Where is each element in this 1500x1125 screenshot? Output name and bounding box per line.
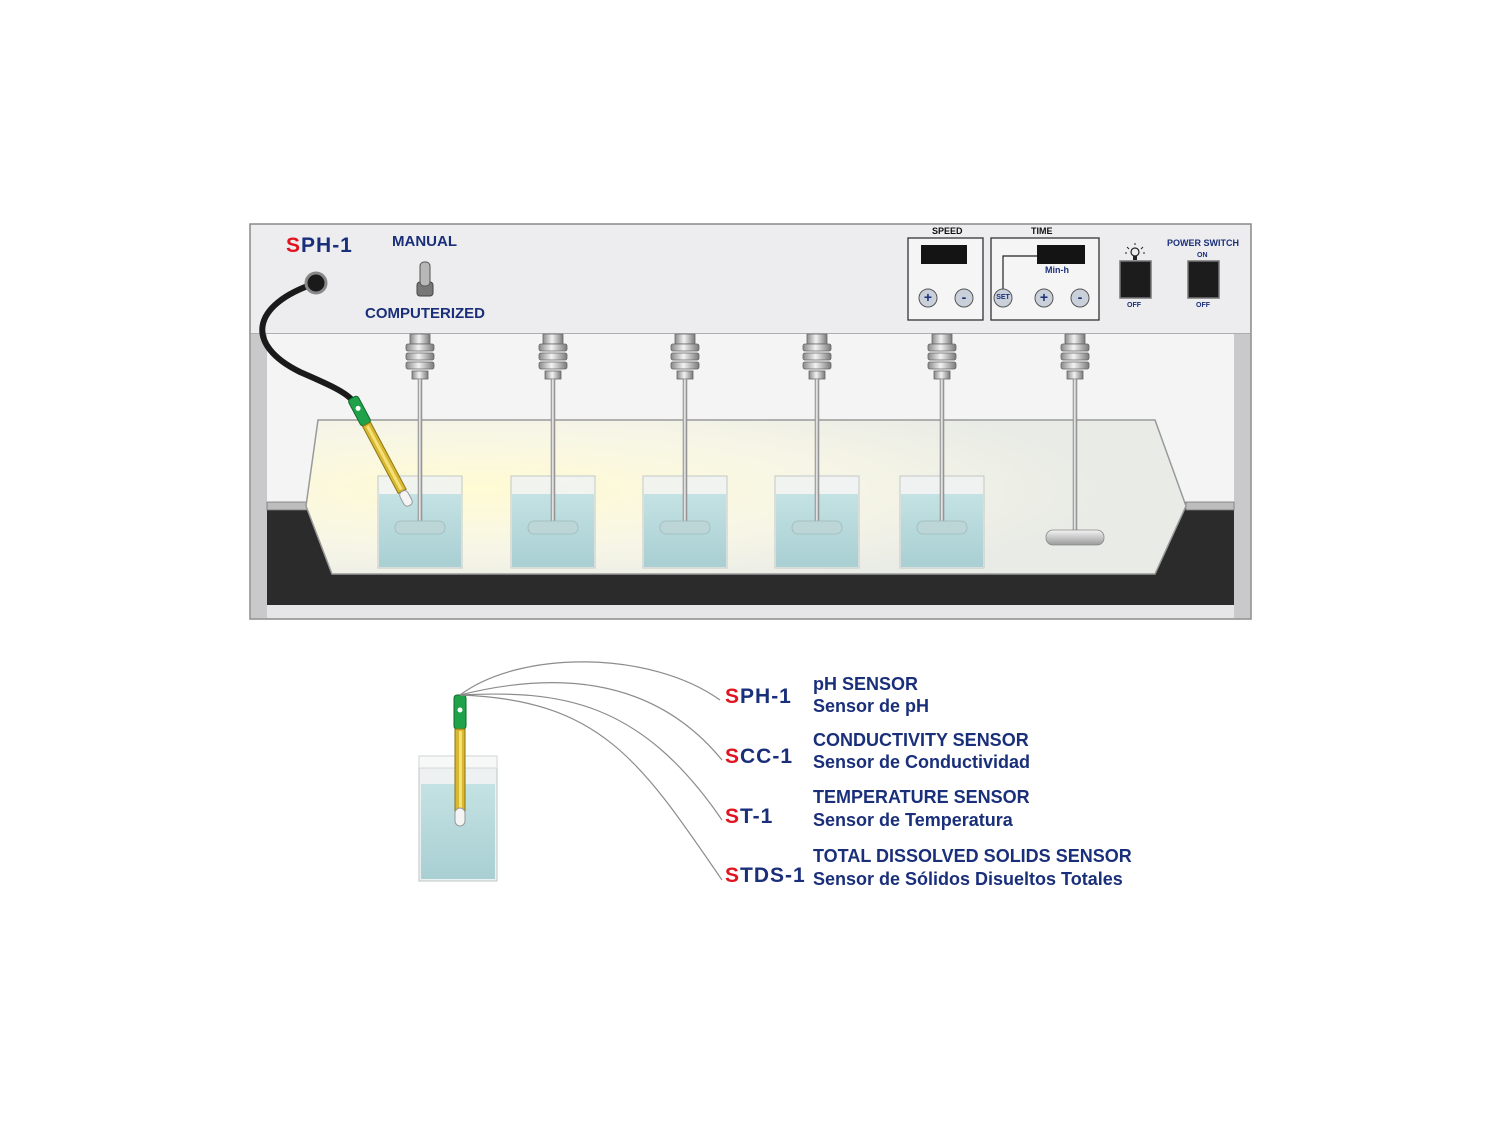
- stirrer-chuck: [405, 333, 435, 380]
- stirrer-shaft: [814, 378, 820, 522]
- stirrer-paddle: [916, 520, 968, 535]
- speed-minus-label: -: [961, 289, 967, 305]
- sensor-prefix: S: [725, 805, 741, 828]
- time-minus-button[interactable]: [1070, 288, 1090, 308]
- stirrer-chuck: [927, 333, 957, 380]
- probe-socket: [304, 271, 328, 295]
- time-set-button[interactable]: [993, 288, 1013, 308]
- power-on-label: ON: [1197, 252, 1208, 259]
- jar-tester: [249, 223, 1252, 620]
- speed-plus-button[interactable]: [918, 288, 938, 308]
- stirrer-shaft: [682, 378, 688, 522]
- stirrer-shaft: [939, 378, 945, 522]
- lamp-icon: [1125, 243, 1145, 260]
- sensor-name-en: TOTAL DISSOLVED SOLIDS SENSOR: [813, 846, 1132, 866]
- speed-display: [921, 245, 967, 264]
- sensor-name-en: TEMPERATURE SENSOR: [813, 787, 1030, 807]
- stirrer-station: [1045, 333, 1105, 546]
- stirrer-station: [774, 333, 860, 569]
- stirrer-paddle: [1045, 529, 1105, 546]
- sensor-code: PH-1: [740, 685, 792, 708]
- lamp-off-label: OFF: [1127, 302, 1141, 309]
- sensor-name-en: pH SENSOR: [813, 674, 919, 694]
- sensor-code-st: ST-1: [725, 805, 773, 829]
- sensor-code: T-1: [740, 805, 774, 828]
- stirrer-chuck: [802, 333, 832, 380]
- sensor-name-es: Sensor de Conductividad: [813, 752, 1031, 772]
- stirrer-paddle: [527, 520, 579, 535]
- time-minus-label: -: [1077, 289, 1083, 305]
- stirrer-shaft: [550, 378, 556, 522]
- apparatus-sensor-code: SPH-1: [286, 234, 353, 258]
- speed-minus-button[interactable]: [954, 288, 974, 308]
- sensor-prefix: S: [725, 745, 741, 768]
- sensor-name-es: Sensor de pH: [813, 696, 930, 716]
- sensor-name-en: CONDUCTIVITY SENSOR: [813, 730, 1029, 750]
- right-wall: [1234, 334, 1250, 618]
- sensor-code: CC-1: [740, 745, 794, 768]
- sensor-name-es: Sensor de Sólidos Disueltos Totales: [813, 869, 1123, 889]
- lamp-switch[interactable]: [1119, 260, 1152, 299]
- speed-label: SPEED: [932, 226, 963, 236]
- time-label: TIME: [1031, 226, 1053, 236]
- sensor-code-rest: PH-1: [301, 234, 353, 257]
- time-plus-button[interactable]: [1034, 288, 1054, 308]
- sensor-prefix: S: [725, 864, 741, 887]
- left-wall: [251, 334, 267, 618]
- power-off-label: OFF: [1196, 302, 1210, 309]
- time-display: [1037, 245, 1085, 264]
- sensor-detail: [418, 661, 723, 882]
- apparatus-ph-probe: [259, 271, 413, 507]
- mode-computerized-label: COMPUTERIZED: [365, 305, 485, 322]
- stirrer-station: [642, 333, 728, 569]
- stirrer-paddle: [394, 520, 446, 535]
- stirrer-chuck: [538, 333, 568, 380]
- sensor-name-es: Sensor de Temperatura: [813, 810, 1013, 830]
- stirrer-chuck: [670, 333, 700, 380]
- sensor-code-stds: STDS-1: [725, 864, 806, 888]
- stirrer-shaft: [417, 378, 423, 522]
- sensor-code-sph: SPH-1: [725, 685, 792, 709]
- stirrer-paddle: [659, 520, 711, 535]
- stirrer-paddle: [791, 520, 843, 535]
- stirrer-station: [510, 333, 596, 569]
- mode-manual-label: MANUAL: [392, 233, 457, 250]
- time-plus-label: +: [1039, 289, 1049, 305]
- stirrer-station: [899, 333, 985, 569]
- sensor-prefix: S: [725, 685, 741, 708]
- sensor-code-prefix: S: [286, 234, 302, 257]
- stirrer-chuck: [1060, 333, 1090, 380]
- sensor-code-scc: SCC-1: [725, 745, 793, 769]
- sensor-code: TDS-1: [740, 864, 806, 887]
- time-set-label: SET: [996, 294, 1010, 301]
- stirrer-station: [377, 333, 463, 569]
- power-switch[interactable]: [1187, 260, 1220, 299]
- power-switch-label: POWER SWITCH: [1167, 238, 1239, 248]
- mode-toggle-switch[interactable]: [416, 261, 434, 297]
- time-unit-label: Min-h: [1045, 265, 1069, 275]
- stirrer-shaft: [1072, 378, 1078, 535]
- speed-plus-label: +: [923, 289, 933, 305]
